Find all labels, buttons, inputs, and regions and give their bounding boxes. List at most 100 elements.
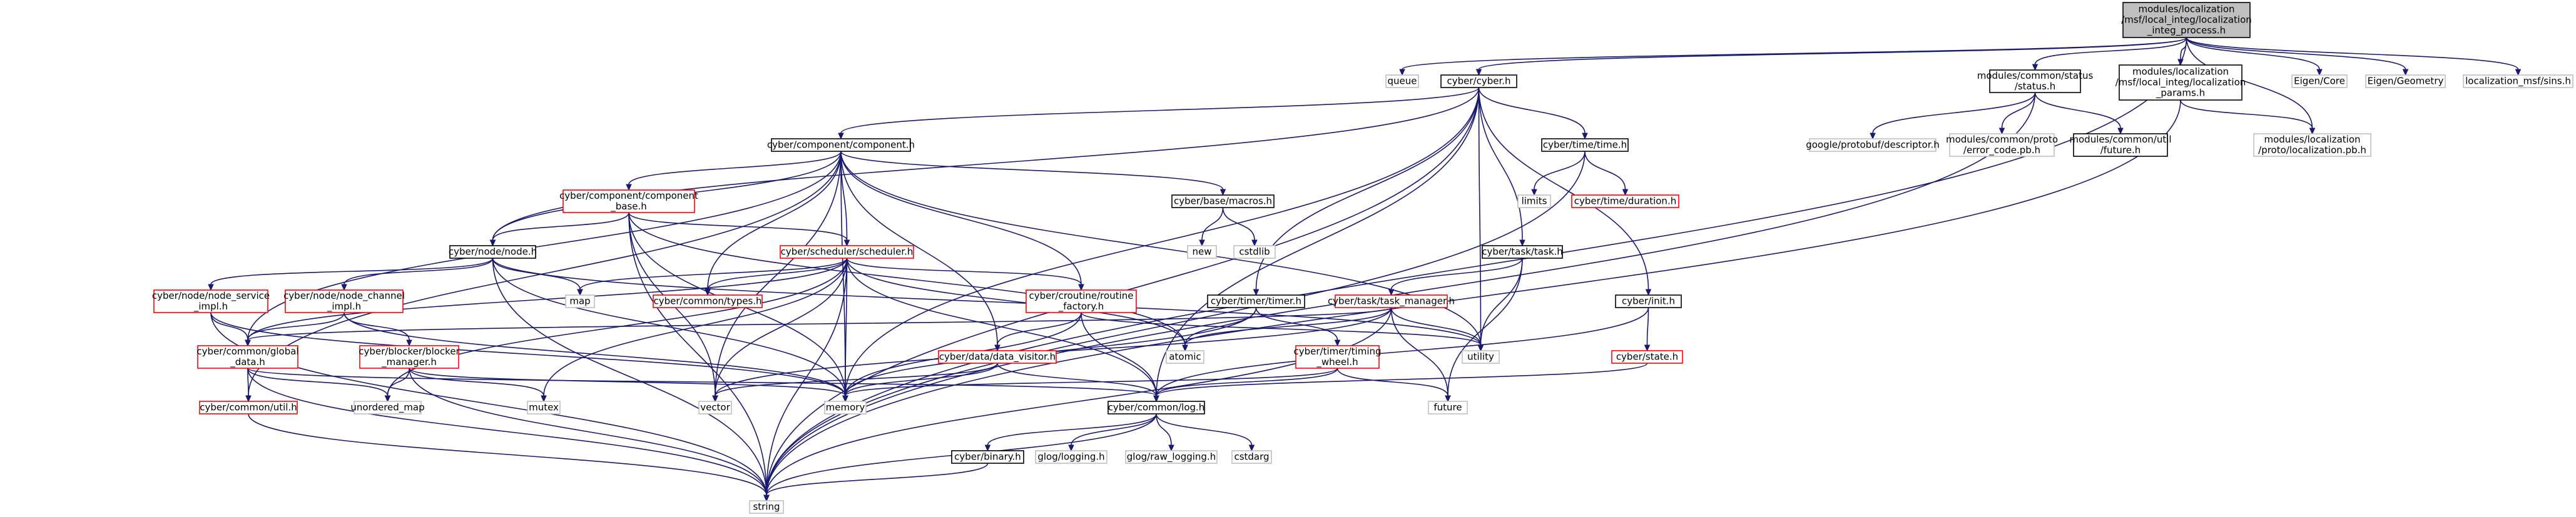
edge-cyber_h-to-timer_h (1255, 87, 1480, 290)
edge-scheduler_h-to-vector (715, 258, 848, 396)
node-label-line: /proto/localization.pb.h (2258, 144, 2366, 156)
node-timing_wheel[interactable]: cyber/timer/timing_wheel.h (1293, 345, 1382, 369)
node-mutex: mutex (527, 401, 561, 414)
edge-cyber_h-to-time_h (1478, 87, 1586, 134)
node-label-line: /msf/local_integ/localization (2121, 14, 2252, 26)
node-box (1166, 350, 1204, 364)
arrowhead-blocker_manager-to-mutex (541, 395, 547, 403)
node-box (2463, 74, 2573, 88)
edge-macros_h-to-new (1201, 207, 1224, 241)
node-new: new (1187, 245, 1217, 259)
node-node_channel[interactable]: cyber/node/node_channel_impl.h (283, 289, 405, 313)
edge-status_h-to-error_code (2001, 92, 2036, 129)
node-box (749, 500, 784, 514)
node-params_h[interactable]: modules/localization/msf/local_integ/loc… (2115, 64, 2246, 101)
edge-node_channel-to-memory (344, 312, 846, 396)
node-root[interactable]: modules/localization/msf/local_integ/loc… (2121, 2, 2252, 38)
node-label-line: cyber/common/log.h (1108, 402, 1205, 413)
arrowhead-node_h-to-node_service (208, 284, 214, 291)
node-label-line: _wheel.h (1316, 356, 1358, 368)
node-label-line: future (1433, 402, 1462, 413)
node-label-line: _base.h (610, 201, 647, 213)
node-label-line: _impl.h (327, 301, 361, 313)
edge-cyber_h-to-memory (845, 87, 1480, 396)
node-component_base[interactable]: cyber/component/component_base.h (559, 189, 698, 213)
node-util_h[interactable]: cyber/common/util.h (199, 401, 298, 414)
node-state_h[interactable]: cyber/state.h (1611, 350, 1683, 364)
node-label-line: _integ_process.h (2147, 25, 2226, 37)
node-task_h[interactable]: cyber/task/task.h (1482, 245, 1563, 259)
node-box (2291, 74, 2348, 88)
arrowhead-cyber_h-to-init_h (1645, 289, 1652, 296)
node-box (565, 294, 595, 308)
arrowhead-task_h-to-task_manager (1388, 289, 1395, 296)
node-label-line: cyber/common/global (196, 346, 298, 357)
arrowhead-macros_h-to-new (1199, 239, 1205, 247)
node-scheduler_h[interactable]: cyber/scheduler/scheduler.h (780, 245, 914, 259)
node-component_h[interactable]: cyber/component/component.h (767, 138, 915, 152)
arrowhead-status_h-to-descriptor_h (1870, 133, 1876, 140)
node-label-line: modules/localization (2132, 66, 2229, 78)
node-future_h[interactable]: modules/common/util/future.h (2069, 133, 2172, 157)
node-box (1541, 138, 1629, 152)
edge-cyber_h-to-task_h (1478, 87, 1523, 241)
node-label-line: vector (700, 402, 730, 413)
node-box (653, 294, 763, 308)
node-init_h[interactable]: cyber/init.h (1615, 294, 1682, 308)
node-label-line: _params.h (2156, 88, 2205, 99)
arrowhead-component_base-to-scheduler_h (843, 239, 850, 247)
node-label-line: cyber/state.h (1616, 351, 1678, 363)
node-cyber_h[interactable]: cyber/cyber.h (1440, 74, 1517, 88)
edge-scheduler_h-to-log_h (846, 258, 1157, 396)
edge-task_manager-to-future (1390, 307, 1448, 396)
node-routine_factory[interactable]: cyber/croutine/routine_factory.h (1026, 289, 1137, 313)
arrowhead-node_h-to-node_channel (341, 284, 347, 291)
node-label-line: glog/logging.h (1037, 451, 1104, 463)
edges-layer (208, 37, 2522, 502)
edge-task_h-to-future (1447, 258, 1523, 396)
node-unordered_map: unordered_map (350, 401, 425, 414)
arrowhead-root-to-eigen_core (2316, 69, 2323, 76)
node-label-line: /future.h (2100, 144, 2141, 156)
node-box (698, 401, 732, 414)
node-global_data[interactable]: cyber/common/global_data.h (196, 345, 299, 369)
node-glog_raw: glog/raw_logging.h (1125, 450, 1218, 464)
node-status_h[interactable]: modules/common/status/status.h (1977, 69, 2094, 93)
node-log_h[interactable]: cyber/common/log.h (1107, 401, 1205, 414)
node-queue: queue (1385, 74, 1419, 88)
node-node_service[interactable]: cyber/node/node_service_impl.h (152, 289, 270, 313)
node-label-line: cyber/croutine/routine (1029, 290, 1133, 301)
node-label-line: cyber/task/task_manager.h (1328, 296, 1455, 308)
edge-component_h-to-memory (840, 151, 846, 396)
node-timer_h[interactable]: cyber/timer/timer.h (1207, 294, 1305, 308)
node-box (1125, 450, 1218, 464)
arrowhead-status_h-to-future_h (2117, 128, 2124, 135)
node-box (951, 450, 1024, 464)
edge-root-to-status_h (2034, 37, 2187, 65)
node-box (1809, 138, 1937, 152)
node-data_visitor[interactable]: cyber/data/data_visitor.h (938, 350, 1057, 364)
node-node_h[interactable]: cyber/node/node.h (449, 245, 537, 259)
edge-node_h-to-utility (492, 258, 1482, 346)
node-task_manager[interactable]: cyber/task/task_manager.h (1328, 294, 1455, 308)
node-label-line: _impl.h (193, 301, 228, 313)
arrowhead-scheduler_h-to-map (577, 289, 583, 296)
node-label-line: cyber/time/time.h (1543, 139, 1627, 151)
node-macros_h[interactable]: cyber/base/macros.h (1171, 194, 1275, 208)
node-label-line: new (1192, 246, 1211, 258)
node-duration_h[interactable]: cyber/time/duration.h (1571, 194, 1679, 208)
arrowhead-params_h-to-loc_pb (2309, 128, 2316, 135)
node-binary_h[interactable]: cyber/binary.h (951, 450, 1024, 464)
node-label-line: limits (1522, 196, 1547, 207)
node-types_h[interactable]: cyber/common/types.h (653, 294, 763, 308)
edge-scheduler_h-to-atomic (846, 258, 1186, 346)
arrowhead-node_channel-to-blocker_manager (406, 339, 412, 347)
node-box (1107, 401, 1205, 414)
node-box (1611, 350, 1683, 364)
node-error_code: modules/common/proto/error_code.pb.h (1946, 133, 2058, 157)
edge-blocker_manager-to-string (409, 368, 767, 496)
edge-params_h-to-loc_pb (2180, 99, 2313, 129)
node-blocker_manager[interactable]: cyber/blocker/blocker_manager.h (359, 345, 461, 369)
node-time_h[interactable]: cyber/time/time.h (1541, 138, 1629, 152)
node-label-line: cyber/init.h (1622, 296, 1675, 307)
